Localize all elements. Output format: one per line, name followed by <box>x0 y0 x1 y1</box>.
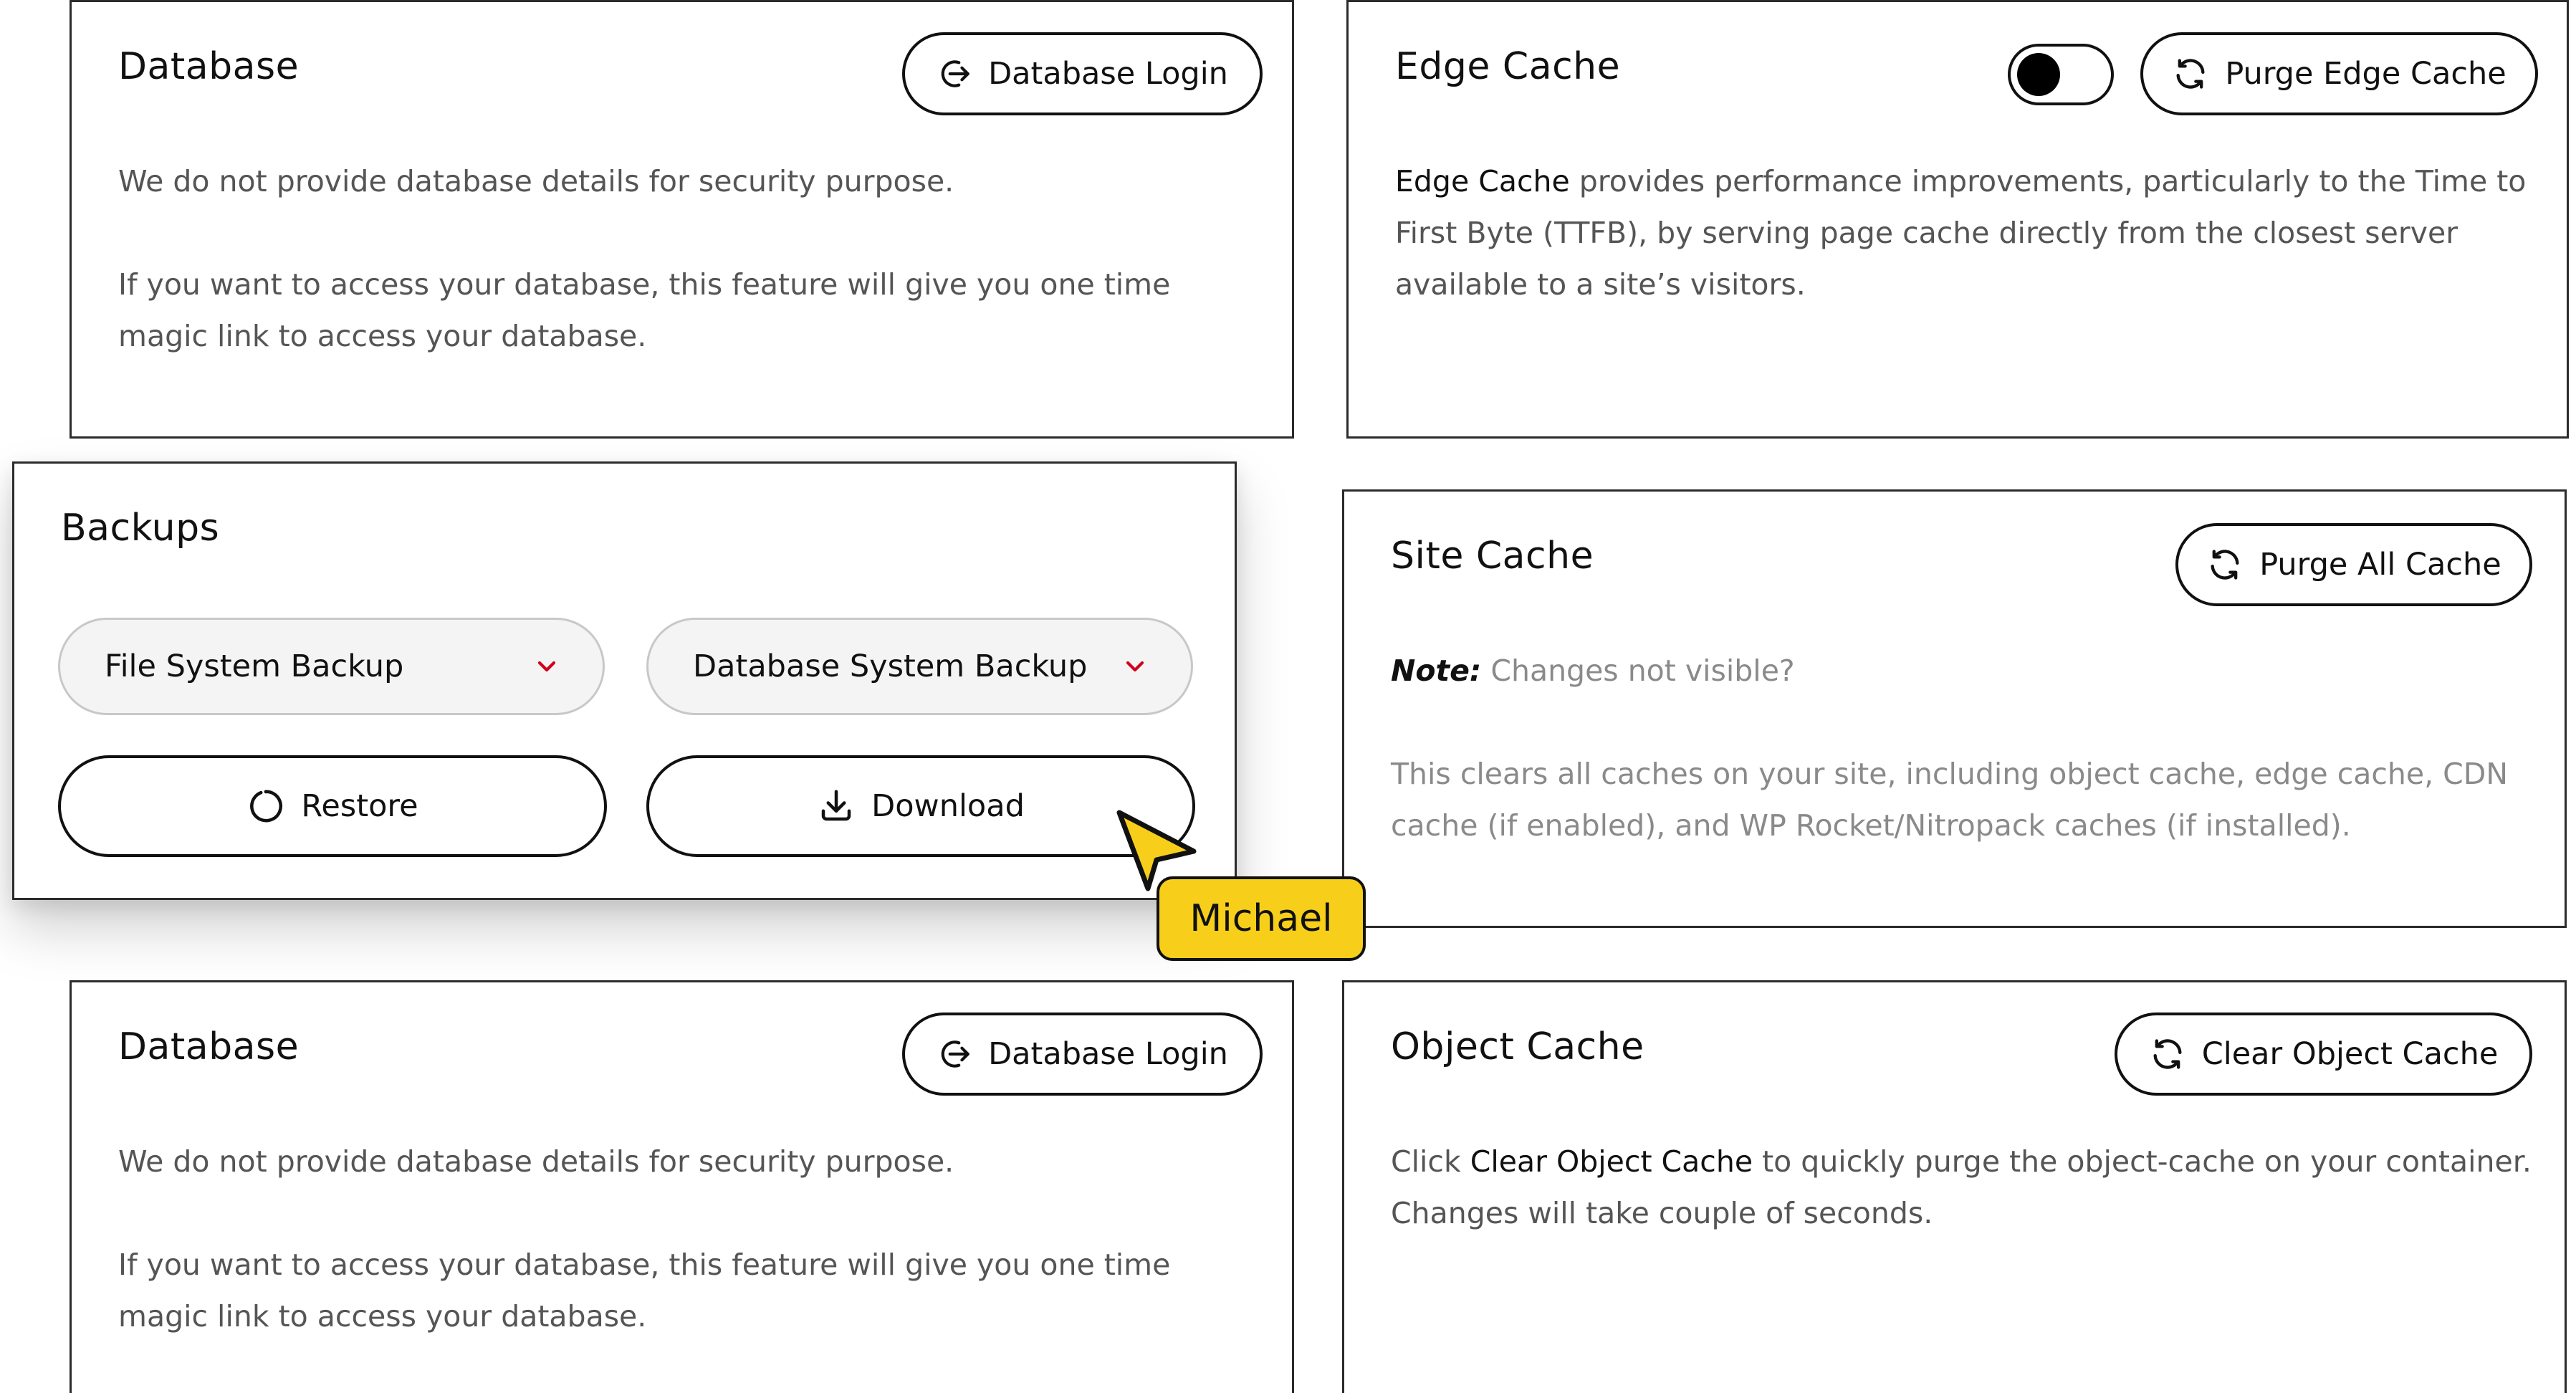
database-login-label: Database Login <box>988 1036 1228 1072</box>
database-card-bottom: Database Database Login We do not provid… <box>70 980 1294 1393</box>
edge-cache-description: Edge Cache provides performance improvem… <box>1395 155 2542 310</box>
clear-object-cache-button[interactable]: Clear Object Cache <box>2115 1013 2532 1096</box>
purge-all-cache-label: Purge All Cache <box>2259 547 2501 583</box>
database-magic-link-text: If you want to access your database, thi… <box>118 267 1171 353</box>
edge-cache-card: Edge Cache Purge Edge Cache Edge Cache p… <box>1346 0 2569 439</box>
object-cache-card: Object Cache Clear Object Cache Click Cl… <box>1342 980 2567 1393</box>
site-cache-note: Note: Changes not visible? <box>1391 645 2537 696</box>
object-cache-desc-rest: to quickly purge the object-cache on you… <box>1391 1144 2532 1230</box>
object-cache-highlight: Clear Object Cache <box>1470 1144 1753 1179</box>
edge-cache-title: Edge Cache <box>1395 45 1621 88</box>
toggle-knob <box>2017 53 2060 96</box>
database-magic-link-text: If you want to access your database, thi… <box>118 1248 1171 1334</box>
database-system-backup-value: Database System Backup <box>693 648 1088 684</box>
database-system-backup-select[interactable]: Database System Backup <box>646 618 1193 715</box>
restore-button[interactable]: Restore <box>58 755 607 857</box>
cursor-user-label: Michael <box>1157 876 1366 961</box>
site-cache-title: Site Cache <box>1391 535 1594 578</box>
database-login-button[interactable]: Database Login <box>902 1013 1263 1096</box>
edge-cache-desc-rest: provides performance improvements, parti… <box>1395 164 2527 302</box>
download-label: Download <box>871 788 1025 824</box>
database-title: Database <box>118 1025 300 1068</box>
object-cache-description: Click Clear Object Cache to quickly purg… <box>1391 1136 2537 1239</box>
chevron-down-icon <box>1126 661 1144 672</box>
edge-cache-highlight: Edge Cache <box>1395 164 1570 198</box>
refresh-icon <box>2176 59 2205 89</box>
refresh-icon <box>2211 550 2239 580</box>
purge-all-cache-button[interactable]: Purge All Cache <box>2175 523 2532 606</box>
note-text: Changes not visible? <box>1481 654 1795 688</box>
file-system-backup-value: File System Backup <box>105 648 404 684</box>
login-icon <box>941 60 969 87</box>
clear-object-cache-label: Clear Object Cache <box>2201 1036 2499 1072</box>
file-system-backup-select[interactable]: File System Backup <box>58 618 605 715</box>
backups-card: Backups File System Backup Database Syst… <box>12 461 1237 900</box>
download-icon <box>821 790 851 821</box>
database-security-text: We do not provide database details for s… <box>118 164 954 198</box>
edge-cache-toggle[interactable] <box>2008 44 2114 105</box>
object-cache-desc-prefix: Click <box>1391 1144 1470 1179</box>
database-login-label: Database Login <box>988 56 1228 92</box>
database-security-text: We do not provide database details for s… <box>118 1144 954 1179</box>
object-cache-title: Object Cache <box>1391 1025 1644 1068</box>
purge-edge-cache-button[interactable]: Purge Edge Cache <box>2140 32 2538 115</box>
cursor-arrow-icon <box>1116 810 1197 891</box>
login-icon <box>941 1040 969 1068</box>
restore-icon <box>250 790 283 823</box>
restore-label: Restore <box>301 788 418 824</box>
database-card-top: Database Database Login We do not provid… <box>70 0 1294 439</box>
site-cache-description: This clears all caches on your site, inc… <box>1391 757 2509 843</box>
backups-title: Backups <box>61 507 220 550</box>
purge-edge-cache-label: Purge Edge Cache <box>2225 56 2506 92</box>
database-login-button[interactable]: Database Login <box>902 32 1263 115</box>
refresh-icon <box>2153 1039 2182 1069</box>
database-title: Database <box>118 45 300 88</box>
site-cache-card: Site Cache Purge All Cache Note: Changes… <box>1342 489 2567 928</box>
chevron-down-icon <box>537 661 556 672</box>
download-button[interactable]: Download <box>646 755 1195 857</box>
note-label: Note: <box>1391 654 1482 688</box>
